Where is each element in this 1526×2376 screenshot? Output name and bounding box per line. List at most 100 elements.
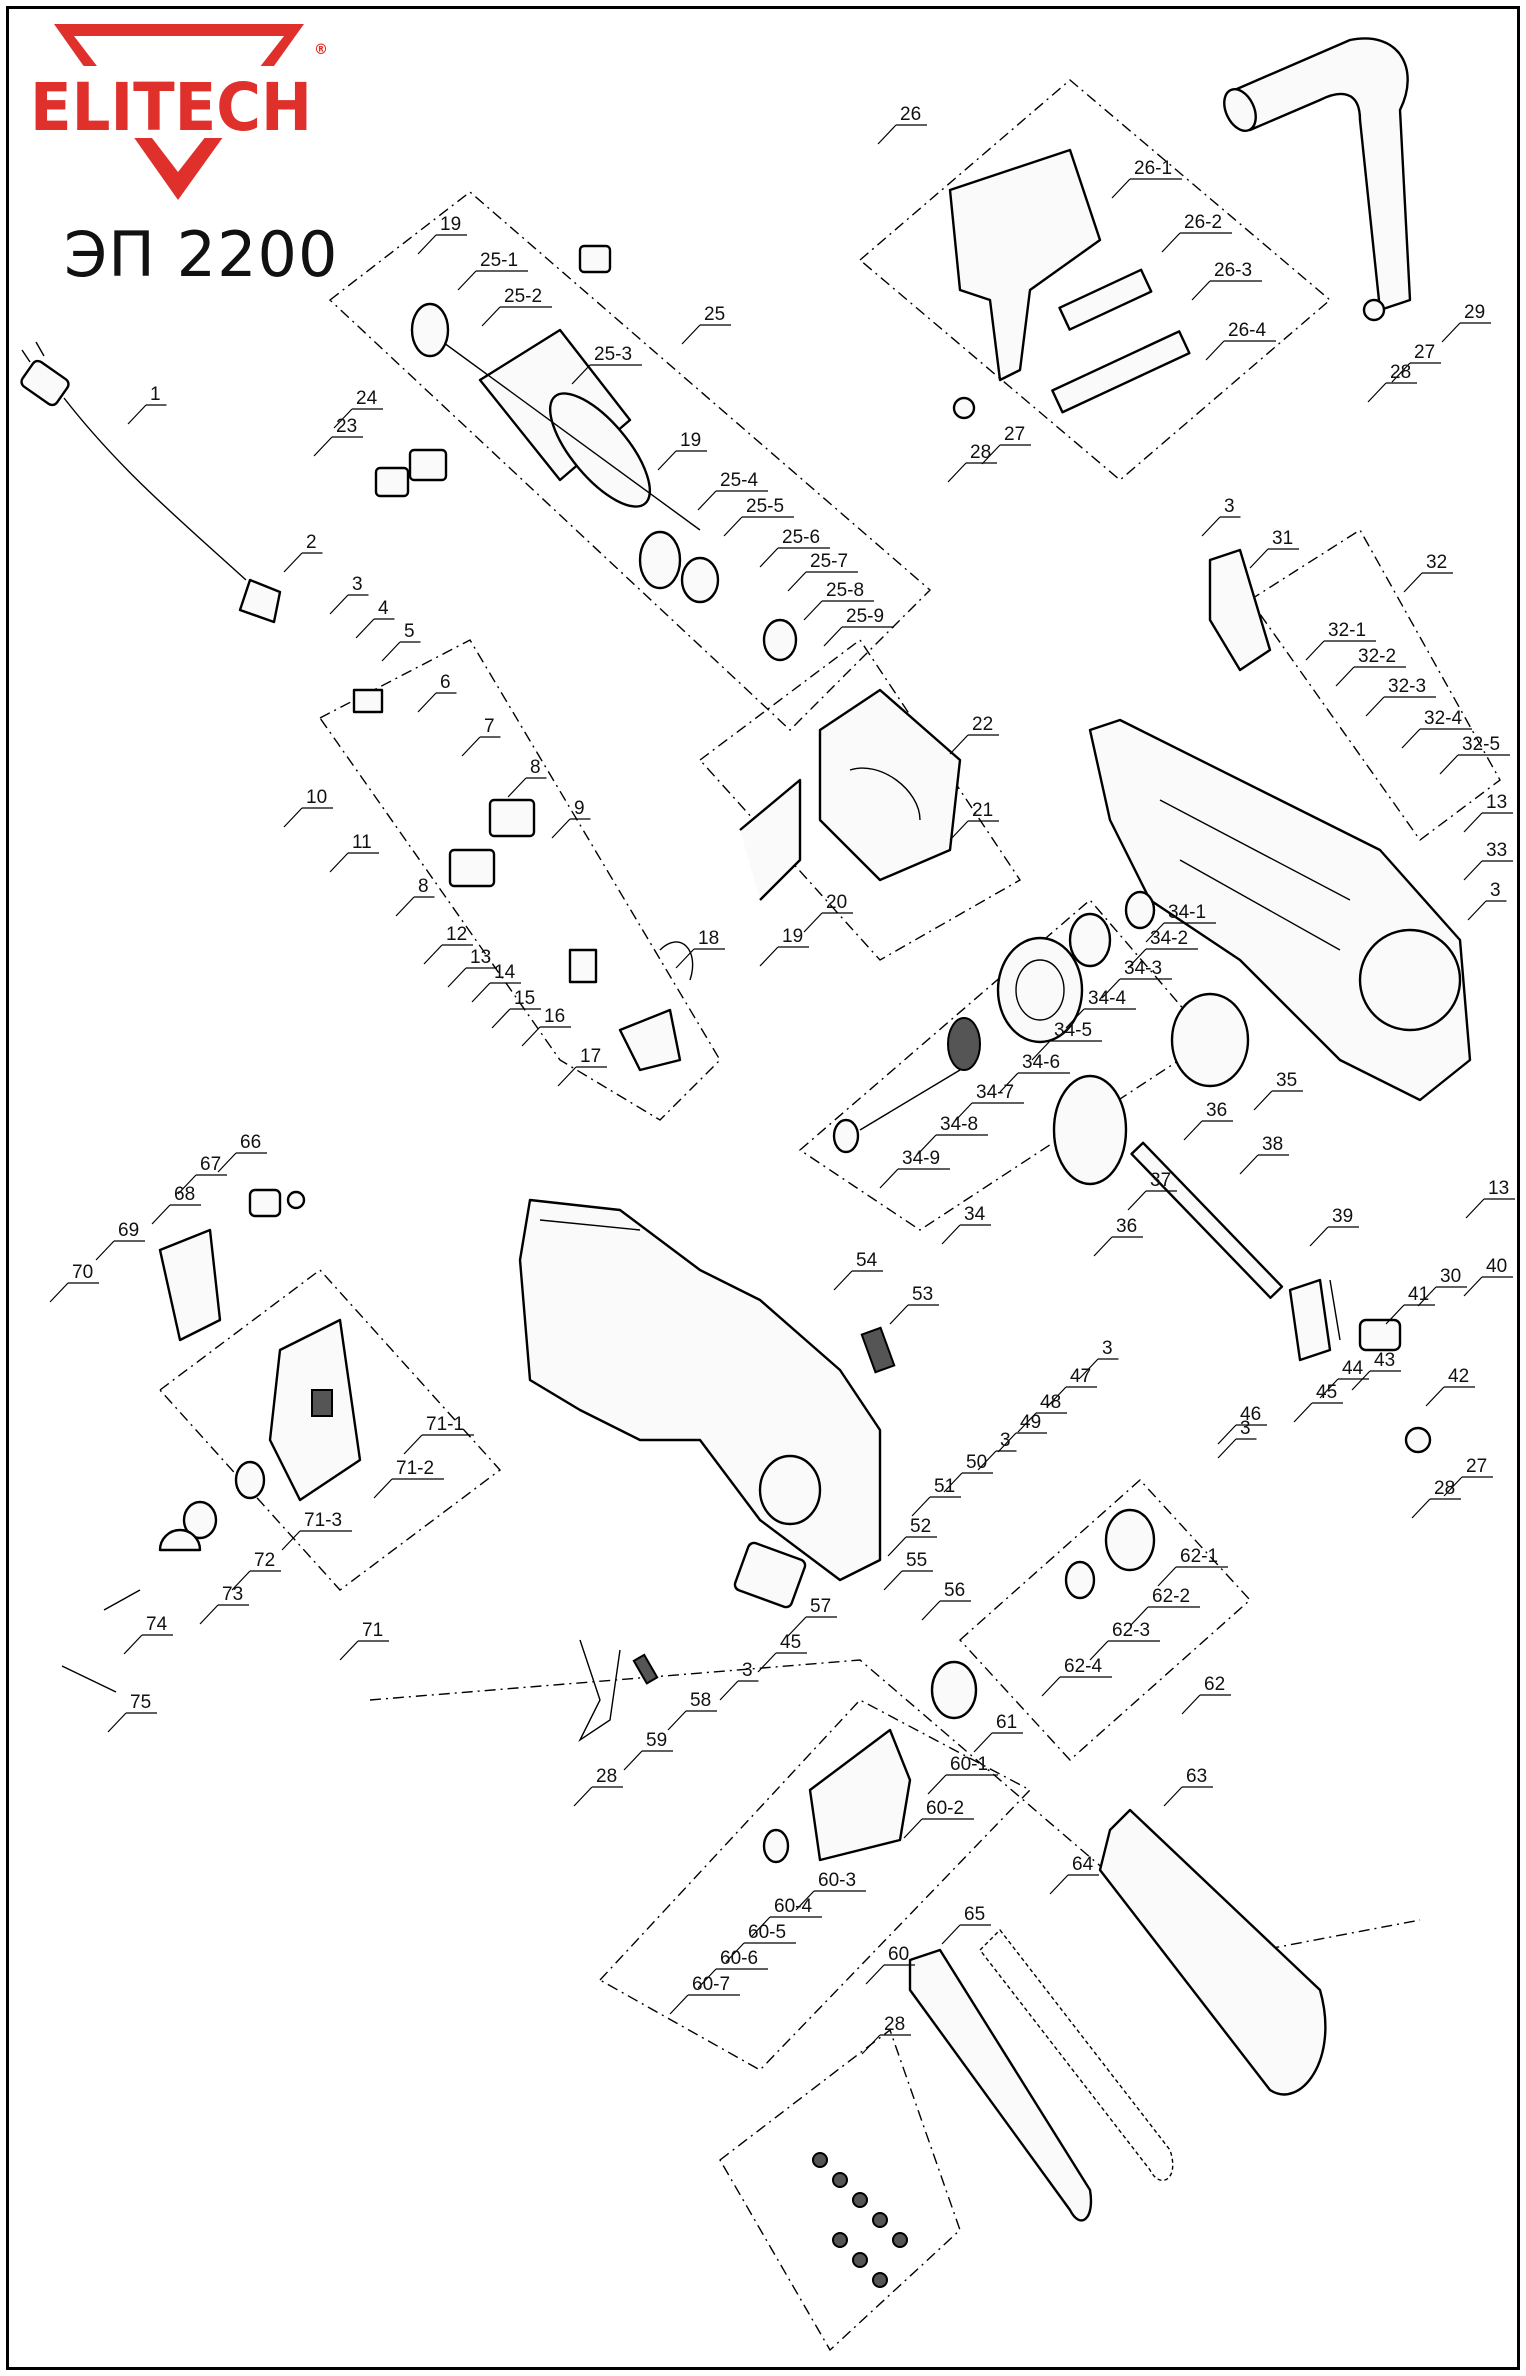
callout-26-3: 26-3	[1191, 260, 1262, 301]
callout-67: 67	[177, 1154, 227, 1195]
callout-leader	[151, 1204, 171, 1225]
part-67	[248, 1188, 282, 1218]
callout-56: 56	[921, 1580, 971, 1621]
trigger-17	[618, 1008, 682, 1072]
group-32	[1249, 529, 1501, 841]
callout-leader	[107, 1712, 127, 1733]
callout-label: 44	[1342, 1358, 1364, 1379]
part-45	[1288, 1278, 1332, 1362]
group-28-screws	[719, 2028, 961, 2352]
screw-set	[812, 2152, 908, 2288]
callout-label: 39	[1332, 1206, 1353, 1227]
callout-label: 24	[356, 388, 378, 409]
callout-leader	[795, 1890, 815, 1911]
callout-leader	[949, 820, 969, 841]
callout-label: 19	[782, 926, 803, 947]
callout-label: 37	[1150, 1170, 1171, 1191]
callout-3: 3	[1079, 1338, 1119, 1379]
callout-leader	[1127, 948, 1147, 969]
callout-label: 72	[254, 1550, 275, 1571]
bar-and-chain	[908, 1808, 1327, 2222]
logo-band	[28, 66, 318, 138]
washer-27-left	[952, 396, 976, 420]
callout-28: 28	[1411, 1478, 1461, 1519]
rod-38	[1130, 1141, 1284, 1299]
callout-25-2: 25-2	[481, 286, 552, 327]
callout-label: 34-9	[902, 1148, 940, 1169]
callout-4: 4	[355, 598, 395, 639]
callout-leader	[283, 807, 303, 828]
fan	[548, 392, 652, 508]
callout-label: 67	[200, 1154, 221, 1175]
callout-label: 17	[580, 1046, 601, 1067]
callout-label: 13	[1488, 1178, 1509, 1199]
pin-44	[1329, 1279, 1341, 1341]
callout-leader	[1129, 1606, 1149, 1627]
callout-25-1: 25-1	[457, 250, 528, 291]
callout-leader	[947, 462, 967, 483]
callout-label: 25-7	[810, 551, 848, 572]
callout-label: 22	[972, 714, 993, 735]
callout-28: 28	[1367, 362, 1417, 403]
bar-cover-63	[1098, 1808, 1327, 2096]
callout-label: 27	[1414, 342, 1435, 363]
switch-assembly	[352, 688, 694, 1072]
front-handle	[1223, 37, 1412, 312]
callout-label: 59	[646, 1730, 667, 1751]
callout-leader	[199, 1604, 219, 1625]
callout-60-1: 60-1	[927, 1754, 998, 1795]
callout-label: 25-8	[826, 580, 864, 601]
callout-label: 60	[888, 1944, 909, 1965]
callout-leader	[551, 818, 571, 839]
callout-label: 9	[574, 798, 585, 819]
callout-leader	[231, 1570, 251, 1591]
callout-leader	[573, 1786, 593, 1807]
callout-leader	[973, 1732, 993, 1753]
plate-69	[158, 1228, 222, 1342]
callout-52: 52	[887, 1516, 937, 1557]
callout-22: 22	[949, 714, 999, 755]
callout-leader	[1201, 516, 1221, 537]
callout-label: 26-4	[1228, 320, 1266, 341]
callout-label: 23	[336, 416, 357, 437]
callout-leader	[879, 1168, 899, 1189]
callout-leader	[1305, 640, 1325, 661]
callout-leader	[1441, 322, 1461, 343]
cover-60-2	[808, 1728, 912, 1862]
callout-leader	[49, 1282, 69, 1303]
callout-3: 3	[977, 1430, 1017, 1471]
callout-71: 71	[339, 1620, 389, 1661]
callout-leader	[1157, 1566, 1177, 1587]
callout-leader	[1217, 1438, 1237, 1459]
callout-leader	[471, 982, 491, 1003]
callout-label: 32-3	[1388, 676, 1426, 697]
callout-label: 58	[690, 1690, 711, 1711]
callout-leader	[675, 948, 695, 969]
grip-texture	[539, 1219, 641, 1231]
callout-label: 46	[1240, 1404, 1261, 1425]
callout-leader	[395, 896, 415, 917]
callout-61: 61	[973, 1712, 1023, 1753]
callout-leader	[457, 270, 477, 291]
callout-62-4: 62-4	[1041, 1656, 1112, 1697]
callout-25-6: 25-6	[759, 527, 830, 568]
gearbox	[832, 890, 1156, 1154]
callout-26-4: 26-4	[1205, 320, 1276, 361]
spring-58	[632, 1653, 659, 1685]
cable-clamp-2	[238, 578, 282, 624]
callout-label: 1	[150, 384, 161, 405]
callout-leader	[697, 1968, 717, 1989]
callout-leader	[1111, 178, 1131, 199]
housing-52	[518, 1198, 882, 1582]
callout-28: 28	[947, 442, 997, 483]
group-25-motor	[328, 191, 932, 731]
callout-leader	[1465, 1198, 1485, 1219]
callout-leader	[1145, 922, 1165, 943]
callout-16: 16	[521, 1006, 571, 1047]
screw	[832, 2172, 848, 2188]
callout-label: 21	[972, 800, 993, 821]
callout-label: 26-1	[1134, 158, 1172, 179]
callout-label: 62-3	[1112, 1620, 1150, 1641]
callout-label: 5	[404, 621, 415, 642]
